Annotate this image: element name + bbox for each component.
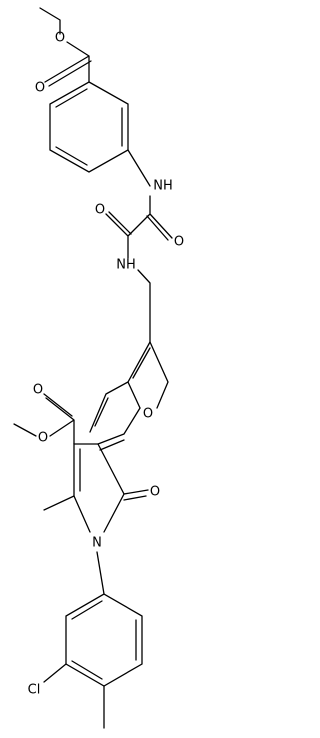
atom-labels: O O NH O O NH O O O O N Cl: [28, 31, 184, 698]
atom-label-ester-o-top: O: [55, 31, 65, 46]
bond-benzene-ring-top: [49, 81, 129, 173]
bond-ethyl: [39, 7, 61, 35]
bond-benzene-ring-bottom: [65, 593, 143, 687]
atom-label-amide-o-left: O: [95, 203, 105, 218]
bond-chloro: [43, 663, 67, 683]
atom-label-amide-nh-upper: NH: [153, 179, 173, 194]
bond-furan-ring: [89, 341, 169, 433]
bond-ring-methyl: [43, 495, 75, 511]
chemical-structure-diagram: O O NH O O NH O O O O N Cl: [13, 7, 184, 729]
atom-label-pyrrole-n: N: [92, 536, 102, 551]
bond-aryl-nh: [127, 149, 151, 187]
atom-label-amide-o-right: O: [174, 235, 184, 250]
atom-label-pyrrole-o: O: [150, 485, 160, 500]
bond-oxalamide: [105, 195, 173, 259]
bond-methyl-ester: [13, 393, 75, 445]
atom-label-ester-o-carbonyl-bottom: O: [33, 383, 43, 398]
bond-n-aryl: [96, 551, 105, 595]
atom-label-chloro: Cl: [28, 683, 41, 698]
atom-label-ester-o-bottom: O: [38, 431, 48, 446]
bond-ketone: [123, 489, 149, 501]
atom-label-furan-o: O: [143, 407, 153, 422]
bond-ester-o-carbonyl-top: [44, 41, 92, 87]
bond-methylene: [137, 269, 151, 343]
bond-lines: [13, 7, 173, 729]
atom-label-amide-nh-lower: NH: [116, 258, 136, 273]
bond-pyrrolinone-ring: [73, 443, 125, 533]
atom-label-ester-o-carbonyl-top: O: [35, 81, 45, 96]
bond-methylidene: [97, 407, 141, 451]
